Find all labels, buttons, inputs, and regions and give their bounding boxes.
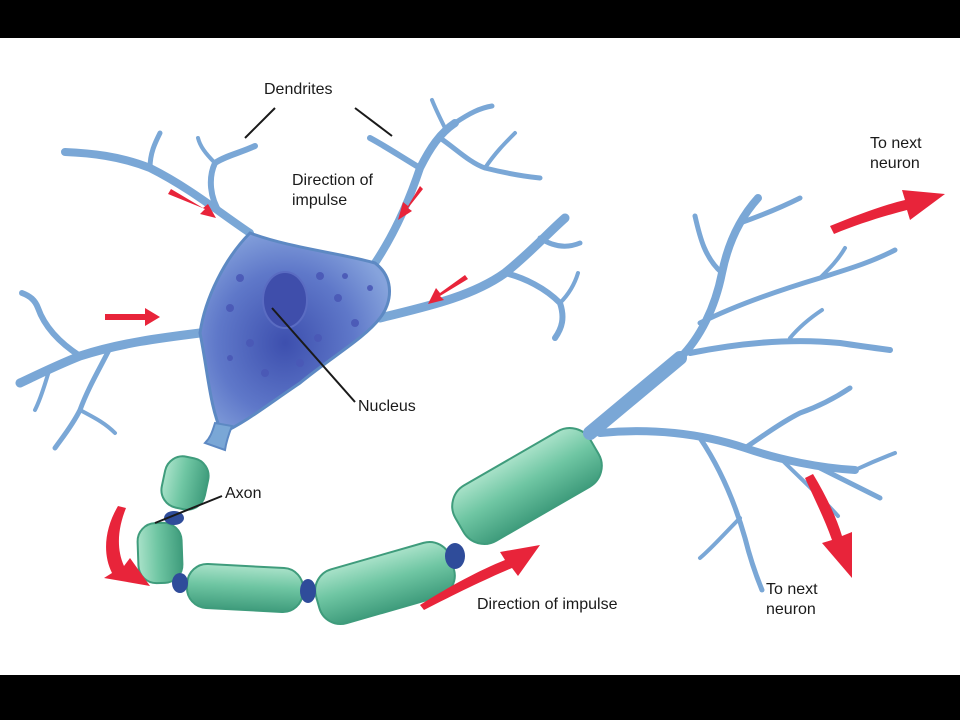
axon-terminal-lower-twig-2 <box>817 465 883 501</box>
axon-terminal-lower-twig-5 <box>853 451 897 472</box>
axon-terminals <box>583 194 898 593</box>
nodes-of-ranvier <box>164 511 465 603</box>
dendrite-branches <box>15 98 583 451</box>
myelin-segment-2 <box>136 521 184 585</box>
axon-terminal-upper-twig-1 <box>692 213 725 276</box>
myelin-segment-3 <box>185 563 305 613</box>
leader-dendrites-right <box>354 107 393 137</box>
label-nucleus: Nucleus <box>358 398 416 415</box>
nissl-bodies <box>226 272 373 377</box>
dendrite-right-soma-twig-2 <box>537 235 583 249</box>
leader-axon <box>154 495 223 524</box>
dendrite-upper-right-twig-2 <box>452 103 495 126</box>
dendrite-upper-left-twig-2 <box>207 143 258 216</box>
dendrite-right-soma-twig-1 <box>502 270 566 341</box>
arrow-to-next-bottom <box>805 474 852 578</box>
label-dendrites: Dendrites <box>264 81 333 98</box>
label-axon: Axon <box>225 485 262 502</box>
myelin-sheath <box>136 427 603 625</box>
axon-terminal-mid-twig <box>788 308 824 340</box>
dendrite-upper-right-twig-4 <box>483 131 517 170</box>
myelin-segment-1 <box>160 455 210 511</box>
impulse-arrows <box>104 186 945 610</box>
arrow-upper-right <box>398 186 423 220</box>
leader-dendrites-left <box>244 107 276 139</box>
axon-terminal-mid <box>687 338 893 356</box>
leader-nucleus <box>271 307 356 403</box>
label-direction-top: Direction of impulse <box>292 172 373 209</box>
myelin-segment-5 <box>451 427 603 545</box>
bottom-letterbox <box>0 675 960 720</box>
label-to-next-top: To next neuron <box>870 135 922 172</box>
dendrite-right-soma-twig-3 <box>558 271 580 305</box>
label-direction-bottom: Direction of impulse <box>477 596 618 613</box>
axon-terminal-upper-twig-3 <box>697 247 898 326</box>
nucleus <box>262 271 308 329</box>
axon-terminal-lower-twig-1 <box>742 385 853 451</box>
neuron-diagram: Dendrites Direction of impulse To next n… <box>0 38 960 675</box>
axon-terminal-lower-twig-3 <box>697 435 765 593</box>
dendrite-upper-right-twig-1 <box>367 135 423 171</box>
dendrite-upper-left-twig-3 <box>196 136 217 165</box>
dendrite-left-twig-1 <box>19 290 83 359</box>
axon-terminal-lower <box>596 427 859 474</box>
axon-terminal-trunk <box>583 351 687 440</box>
dendrite-upper-right-twig-5 <box>430 98 447 130</box>
dendrite-left-twig-4 <box>33 366 52 412</box>
dendrite-upper-left <box>61 148 254 237</box>
leader-lines <box>154 107 393 524</box>
dendrite-right-soma <box>375 213 570 323</box>
arrow-axon-left <box>104 506 150 586</box>
dendrite-left <box>15 328 205 388</box>
dendrite-left-twig-3 <box>78 408 117 435</box>
arrow-to-next-top <box>830 190 945 234</box>
axon-hillock <box>203 421 234 452</box>
dendrite-upper-left-twig-1 <box>147 130 163 171</box>
axon-terminal-upper-twig-2 <box>737 195 803 226</box>
myelin-segment-4 <box>314 541 456 625</box>
arrow-bottom-direction <box>420 545 540 610</box>
label-to-next-bottom: To next neuron <box>766 581 818 618</box>
dendrite-upper-right <box>371 119 459 267</box>
arrow-upper-left <box>168 189 216 218</box>
arrow-right-soma <box>428 275 468 304</box>
neuron-illustration <box>15 98 945 625</box>
axon-terminal-lower-twig-4 <box>698 516 742 560</box>
top-letterbox <box>0 0 960 38</box>
arrow-left <box>105 308 160 326</box>
axon-terminal-upper-twig-4 <box>818 246 847 280</box>
